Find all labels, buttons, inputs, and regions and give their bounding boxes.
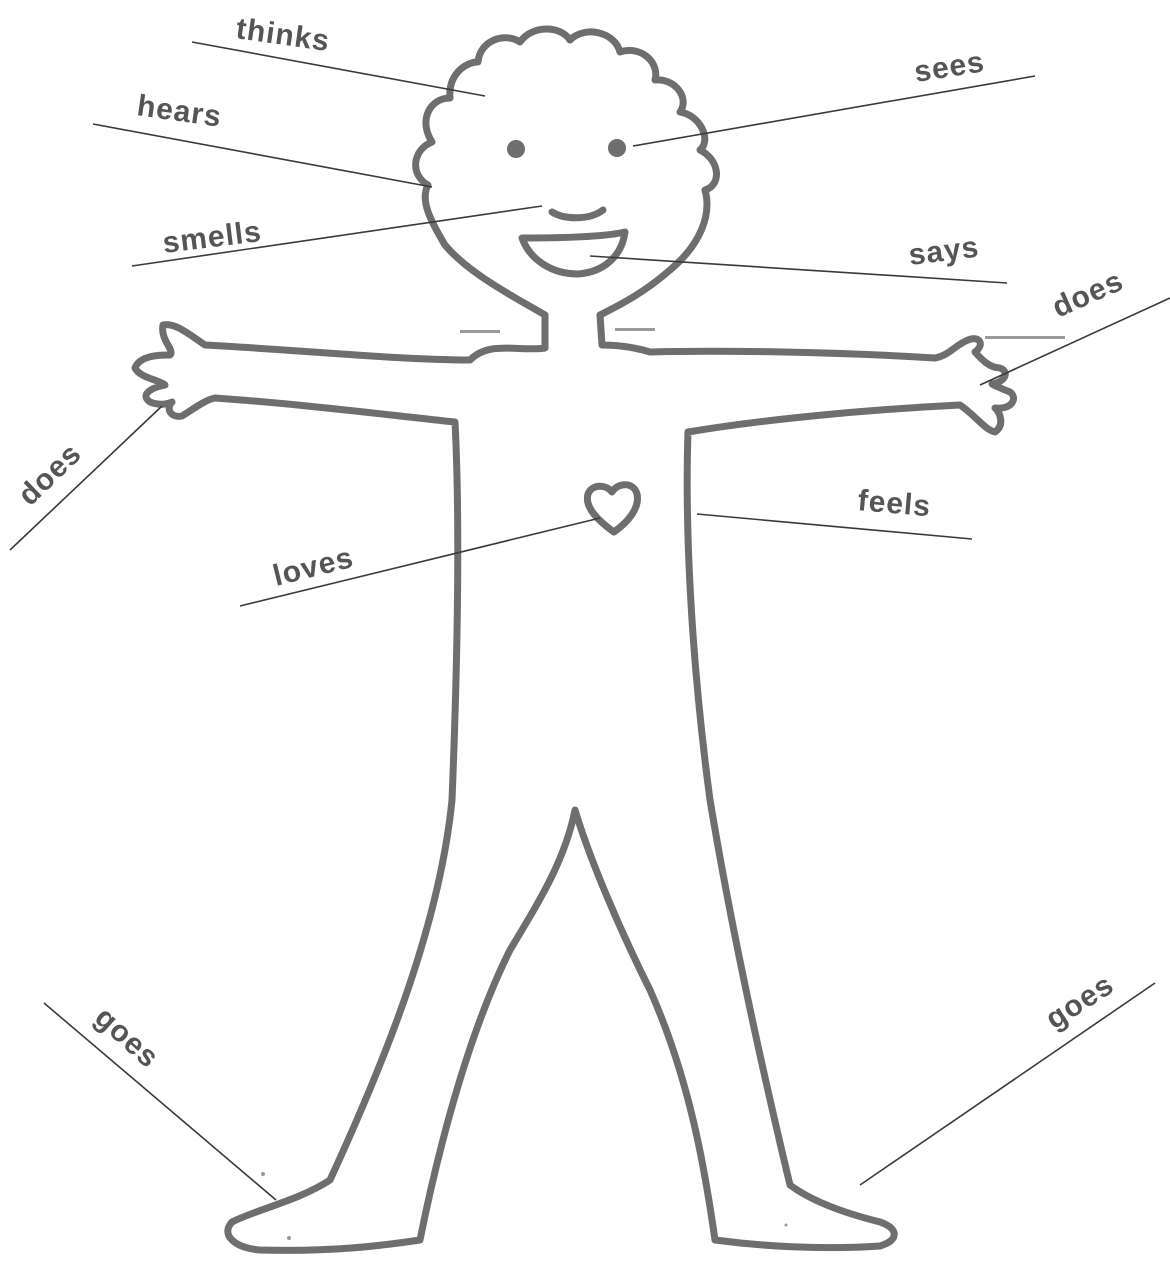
label-does-right: does [1047, 264, 1128, 324]
nose [552, 210, 603, 218]
label-does-left: does [12, 437, 88, 512]
leader-hears [93, 124, 432, 187]
mouth [522, 232, 625, 274]
label-goes-right: goes [1040, 968, 1120, 1036]
leader-goes-left [44, 1003, 276, 1200]
label-loves: loves [270, 541, 357, 593]
right-eye [608, 139, 626, 157]
scan-specks [261, 328, 1065, 1240]
labels: thinks hears smells sees says does does … [12, 12, 1129, 1074]
label-thinks: thinks [234, 12, 332, 58]
label-feels: feels [856, 484, 932, 523]
leader-thinks [192, 42, 485, 96]
label-goes-left: goes [88, 1001, 165, 1075]
body-outline [135, 315, 1014, 1250]
left-eye [507, 140, 525, 158]
label-says: says [907, 231, 981, 272]
leader-sees [633, 76, 1035, 146]
heart [587, 485, 637, 532]
label-hears: hears [135, 89, 224, 134]
leader-goes-right [860, 983, 1155, 1185]
label-sees: sees [912, 45, 987, 89]
child-figure [135, 29, 1014, 1250]
label-smells: smells [161, 215, 264, 260]
leader-feels [697, 514, 972, 539]
